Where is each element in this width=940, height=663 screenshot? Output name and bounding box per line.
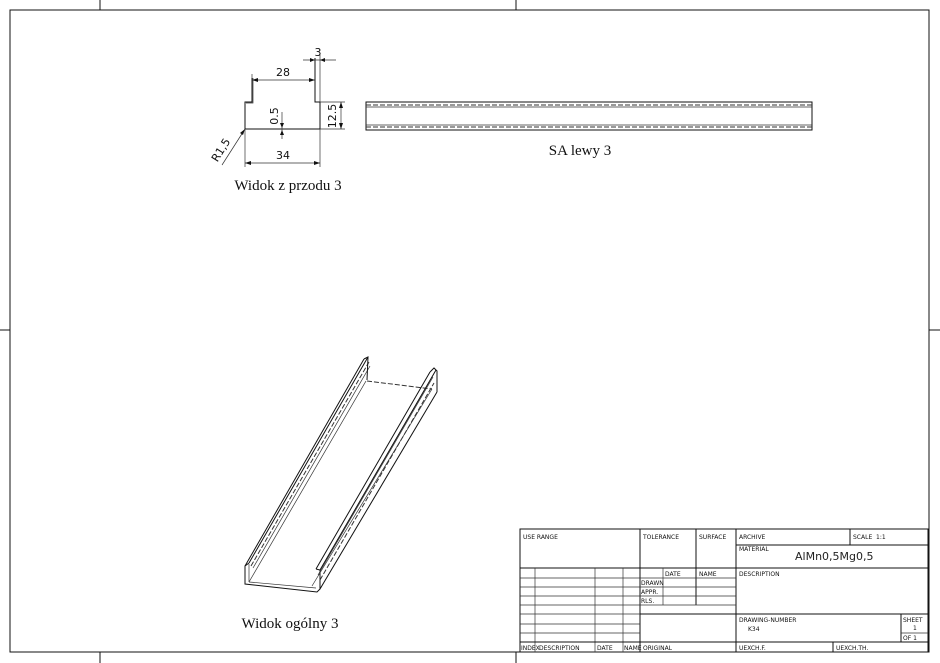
sheet-label: SHEET	[903, 617, 923, 624]
isometric-view: Widok ogólny 3	[242, 356, 438, 632]
scale-value: 1:1	[876, 534, 886, 541]
uexch-th-label: UEXCH.TH.	[836, 645, 868, 652]
use-range-label: USE RANGE	[523, 534, 558, 541]
date-header: DATE	[665, 571, 681, 578]
surface-label: SURFACE	[699, 534, 726, 541]
title-block: USE RANGE TOLERANCE SURFACE ARCHIVE SCAL…	[519, 528, 929, 653]
drawn-label: DRAWN	[641, 580, 664, 587]
name-header: NAME	[699, 571, 717, 578]
isometric-view-caption: Widok ogólny 3	[242, 616, 339, 632]
dim-height: 12.5	[326, 104, 339, 129]
of-label: OF 1	[903, 635, 917, 642]
side-view-caption: SA lewy 3	[549, 143, 612, 159]
archive-label: ARCHIVE	[739, 534, 766, 541]
material-label: MATERIAL	[739, 546, 769, 553]
original-label: ORIGINAL	[643, 645, 673, 652]
drawing-number: K34	[748, 626, 760, 633]
dim-thickness: 0.5	[268, 107, 281, 125]
material-value: AlMn0,5Mg0,5	[795, 550, 874, 563]
rev-name-label: NAME	[624, 645, 642, 652]
appr-label: APPR.	[641, 589, 658, 596]
tolerance-label: TOLERANCE	[642, 534, 679, 541]
front-view: 28 3 12.5 0.5 R1,5 34 Widok z przodu 3	[209, 46, 345, 194]
dim-lip: 3	[315, 46, 322, 59]
rev-date-label: DATE	[597, 645, 613, 652]
rls-label: RLS.	[641, 598, 654, 605]
dim-top-width: 28	[276, 66, 290, 79]
uexch-f-label: UEXCH.F.	[739, 645, 766, 652]
rev-description-label: DESCRIPTION	[539, 645, 580, 652]
front-view-caption: Widok z przodu 3	[234, 178, 341, 194]
description-label: DESCRIPTION	[739, 571, 780, 578]
dim-width: 34	[276, 149, 290, 162]
index-label: INDEX	[521, 645, 540, 652]
sheet-value: 1	[913, 625, 917, 632]
dim-radius: R1,5	[209, 136, 233, 164]
scale-label: SCALE	[853, 534, 872, 541]
drawing-number-label: DRAWING-NUMBER	[739, 617, 796, 624]
side-view: SA lewy 3	[365, 101, 813, 159]
